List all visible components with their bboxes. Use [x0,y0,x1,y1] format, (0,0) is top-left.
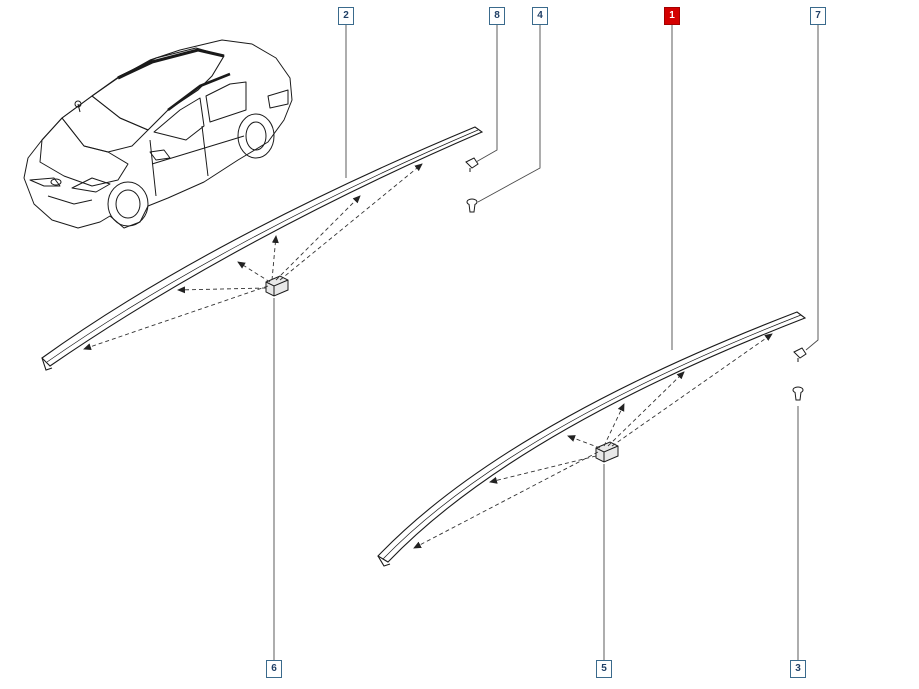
callout-8[interactable]: 8 [489,7,505,25]
callout-2-label: 2 [343,10,349,21]
leader-lines [273,25,819,660]
callout-4-label: 4 [537,10,543,21]
callout-3[interactable]: 3 [790,660,806,678]
callout-5[interactable]: 5 [596,660,612,678]
clip-5-placement-arrows [413,333,773,549]
screw-part-4 [466,198,478,213]
callout-6-label: 6 [271,663,277,674]
callout-7[interactable]: 7 [810,7,826,25]
screw-part-3 [792,386,804,401]
clip-part-5 [595,441,619,463]
callout-1[interactable]: 1 [664,7,680,25]
roof-molding-upper [41,126,484,371]
callout-2[interactable]: 2 [338,7,354,25]
callout-8-label: 8 [494,10,500,21]
callout-4[interactable]: 4 [532,7,548,25]
clip-part-6 [265,275,289,297]
rivet-part-7 [793,347,807,362]
callout-6[interactable]: 6 [266,660,282,678]
callout-7-label: 7 [815,10,821,21]
callout-3-label: 3 [795,663,801,674]
roof-molding-lower [377,311,807,567]
clip-6-placement-arrows [83,163,423,351]
callout-5-label: 5 [601,663,607,674]
callout-1-label: 1 [669,10,675,21]
vehicle-illustration [23,39,293,229]
rivet-part-8 [465,157,479,172]
